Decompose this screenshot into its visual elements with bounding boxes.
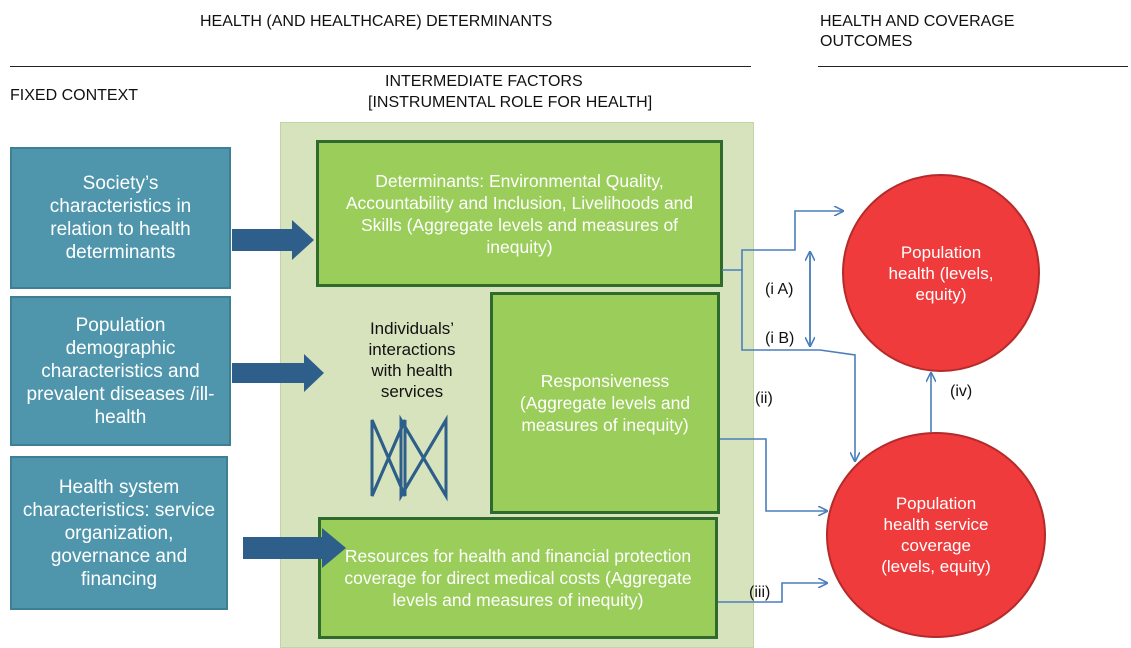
path-label-iii: (iii) xyxy=(749,584,771,601)
determinants-box: Determinants: Environmental Quality, Acc… xyxy=(316,140,723,287)
determinants-header-rule xyxy=(10,66,751,67)
outcomes-header: HEALTH AND COVERAGE OUTCOMES xyxy=(820,13,1015,50)
coverage-circle: Population health service coverage (leve… xyxy=(826,432,1046,638)
population-health-circle: Population health (levels, equity) xyxy=(842,174,1040,372)
responsiveness-box: Responsiveness (Aggregate levels and mea… xyxy=(490,292,720,514)
block-arrow-2 xyxy=(232,354,324,392)
path-ii xyxy=(720,438,826,511)
intermediate-header-line2: [INSTRUMENTAL ROLE FOR HEALTH] xyxy=(368,94,653,111)
individuals-interactions-label: Individuals’ interactions with health se… xyxy=(368,319,456,401)
resources-box: Resources for health and financial prote… xyxy=(318,517,718,639)
interaction-symbol xyxy=(370,414,448,502)
context-box-society: Society’s characteristics in relation to… xyxy=(10,147,231,289)
outcomes-header-rule xyxy=(818,66,1128,67)
block-arrow-1 xyxy=(232,220,314,260)
block-arrow-3 xyxy=(243,528,346,568)
path-label-iB: (i B) xyxy=(765,330,795,347)
fixed-context-header: FIXED CONTEXT xyxy=(10,87,139,104)
path-iB xyxy=(741,270,855,460)
responsiveness-title: Responsiveness xyxy=(540,371,670,391)
path-iA xyxy=(722,211,842,271)
context-box-population: Population demographic characteristics a… xyxy=(10,296,231,446)
path-label-iv: (iv) xyxy=(950,383,973,400)
responsiveness-body: (Aggregate levels and measures of inequi… xyxy=(519,393,691,435)
context-box-health-system: Health system characteristics: service o… xyxy=(10,456,228,610)
intermediate-header-line1: INTERMEDIATE FACTORS xyxy=(385,73,583,90)
path-label-iA: (i A) xyxy=(765,281,794,298)
path-iii xyxy=(718,583,826,603)
determinants-header: HEALTH (AND HEALTHCARE) DETERMINANTS xyxy=(200,13,553,30)
path-label-ii: (ii) xyxy=(755,390,773,407)
